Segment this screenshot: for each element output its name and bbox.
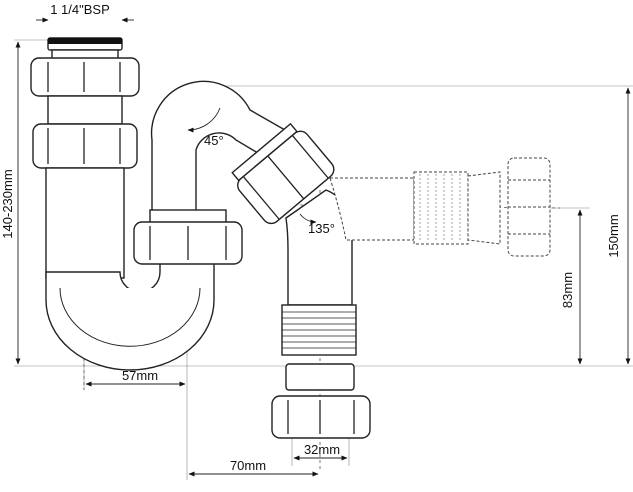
angle-135-label: 135° bbox=[308, 221, 335, 236]
width-70-label: 70mm bbox=[230, 458, 266, 473]
width-32-label: 32mm bbox=[304, 442, 340, 457]
angled-nut bbox=[231, 122, 335, 225]
height-total-label: 150mm bbox=[606, 214, 621, 257]
thread-lines bbox=[282, 311, 356, 349]
inlet-nut bbox=[30, 57, 140, 97]
u-bend bbox=[45, 257, 215, 371]
outlet-branch bbox=[271, 189, 371, 439]
alt-horizontal-outlet bbox=[329, 157, 551, 257]
thread-size-label: 1 1/4"BSP bbox=[50, 2, 110, 17]
height-range-label: 140-230mm bbox=[0, 169, 15, 238]
outlet-nut bbox=[271, 395, 371, 439]
angle-arcs bbox=[187, 107, 317, 225]
mid-riser bbox=[133, 80, 322, 265]
width-57-label: 57mm bbox=[122, 368, 158, 383]
angle-45-label: 45° bbox=[204, 133, 224, 148]
inlet-pipe bbox=[30, 37, 140, 279]
height-outlet-label: 83mm bbox=[560, 272, 575, 308]
dimension-lines bbox=[15, 17, 631, 477]
